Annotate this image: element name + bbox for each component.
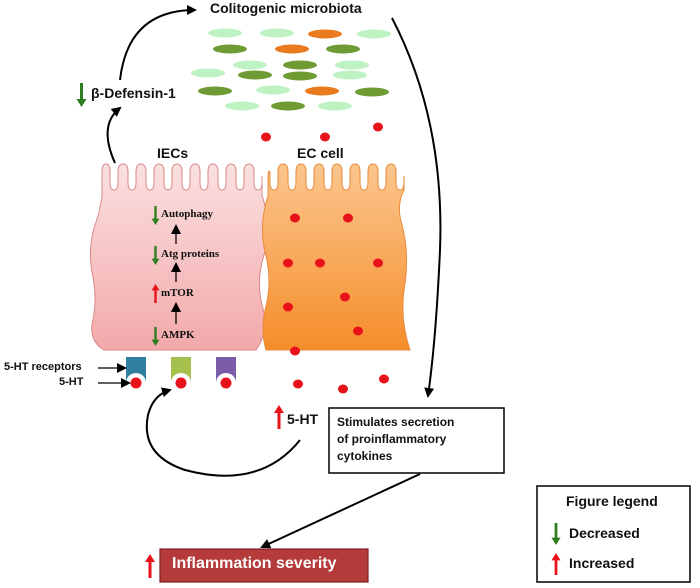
secretion-line-2: of proinflammatory [337, 432, 447, 446]
ampk-label: AMPK [161, 329, 195, 341]
microbiota-to-secretion-arrow [391, 17, 442, 398]
defensin-decrease-icon [76, 83, 87, 107]
legend-increased-label: Increased [569, 555, 635, 571]
legend-decreased-label: Decreased [569, 525, 640, 541]
ec-cell-label: EC cell [297, 145, 344, 161]
microbiota-label: Colitogenic microbiota [210, 0, 362, 16]
legend-title: Figure legend [566, 493, 658, 509]
serotonin-label: 5-HT [59, 376, 84, 388]
atg-proteins-label: Atg proteins [161, 248, 220, 260]
receptor-label: 5-HT receptors [4, 361, 82, 373]
iec-cell [89, 163, 268, 351]
inflammation-increase-icon [145, 554, 155, 578]
defensin-to-microbiota-arrow [119, 5, 197, 81]
serotonin-increase-icon [274, 405, 284, 429]
serotonin-receptors [126, 357, 236, 389]
serotonin-dots [261, 122, 389, 394]
secretion-line-3: cytokines [337, 449, 393, 463]
secretion-box [328, 407, 505, 474]
microbiota-cluster [191, 28, 391, 111]
secretion-line-1: Stimulates secretion [337, 415, 455, 429]
serotonin-feedback-arrow [145, 387, 301, 477]
serotonin-released-label: 5-HT [287, 411, 319, 427]
mtor-label: mTOR [161, 287, 194, 299]
autophagy-label: Autophagy [161, 208, 213, 220]
inflammation-label: Inflammation severity [172, 555, 337, 572]
defensin-label: β-Defensin-1 [91, 85, 176, 101]
ec-cell [262, 163, 411, 351]
inflammation-box [159, 548, 369, 583]
iec-label: IECs [157, 145, 189, 161]
secretion-text: Stimulates secretion of proinflammatory … [337, 414, 454, 465]
legend-box [536, 485, 691, 583]
secretion-to-inflammation-arrow [260, 473, 421, 549]
iec-to-defensin-arrow [106, 106, 122, 164]
